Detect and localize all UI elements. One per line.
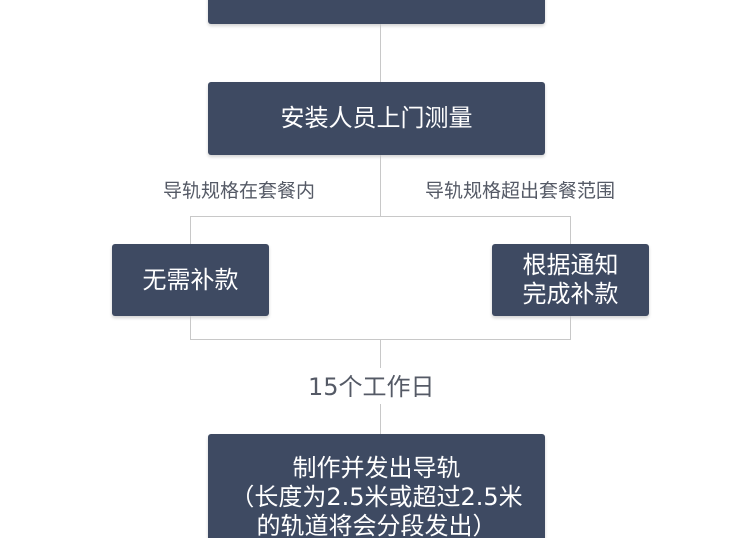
manufacture-ship-box: 制作并发出导轨 （长度为2.5米或超过2.5米 的轨道将会分段发出） [208, 434, 545, 538]
supplementary-payment-line1: 根据通知 [522, 251, 619, 279]
measurement-step-text: 安装人员上门测量 [280, 104, 473, 132]
connector-branch-split [190, 216, 571, 217]
connector-merge-down [380, 340, 381, 368]
supplementary-payment-box: 根据通知 完成补款 [492, 244, 649, 316]
connector-branch-merge [190, 339, 571, 340]
connector-branch-left-down [190, 216, 191, 244]
branch-exceeds-package-label: 导轨规格超出套餐范围 [425, 180, 616, 202]
branch-within-package-label: 导轨规格在套餐内 [163, 180, 316, 202]
connector-top [380, 24, 381, 82]
connector-merge-left-up [190, 316, 191, 340]
duration-label: 15个工作日 [308, 373, 435, 401]
no-payment-box: 无需补款 [112, 244, 269, 316]
manufacture-ship-line1: 制作并发出导轨 [292, 454, 461, 482]
connector-branch-right-down [570, 216, 571, 244]
supplementary-payment-line2: 完成补款 [522, 280, 619, 308]
connector-merge-right-up [570, 316, 571, 340]
previous-step-box [208, 0, 545, 24]
connector-duration-down [380, 404, 381, 434]
manufacture-ship-line2: （长度为2.5米或超过2.5米 [230, 483, 523, 511]
manufacture-ship-line3: 的轨道将会分段发出） [256, 512, 497, 538]
measurement-step-box: 安装人员上门测量 [208, 82, 545, 155]
no-payment-text: 无需补款 [142, 265, 239, 294]
connector-measure-down [380, 155, 381, 216]
